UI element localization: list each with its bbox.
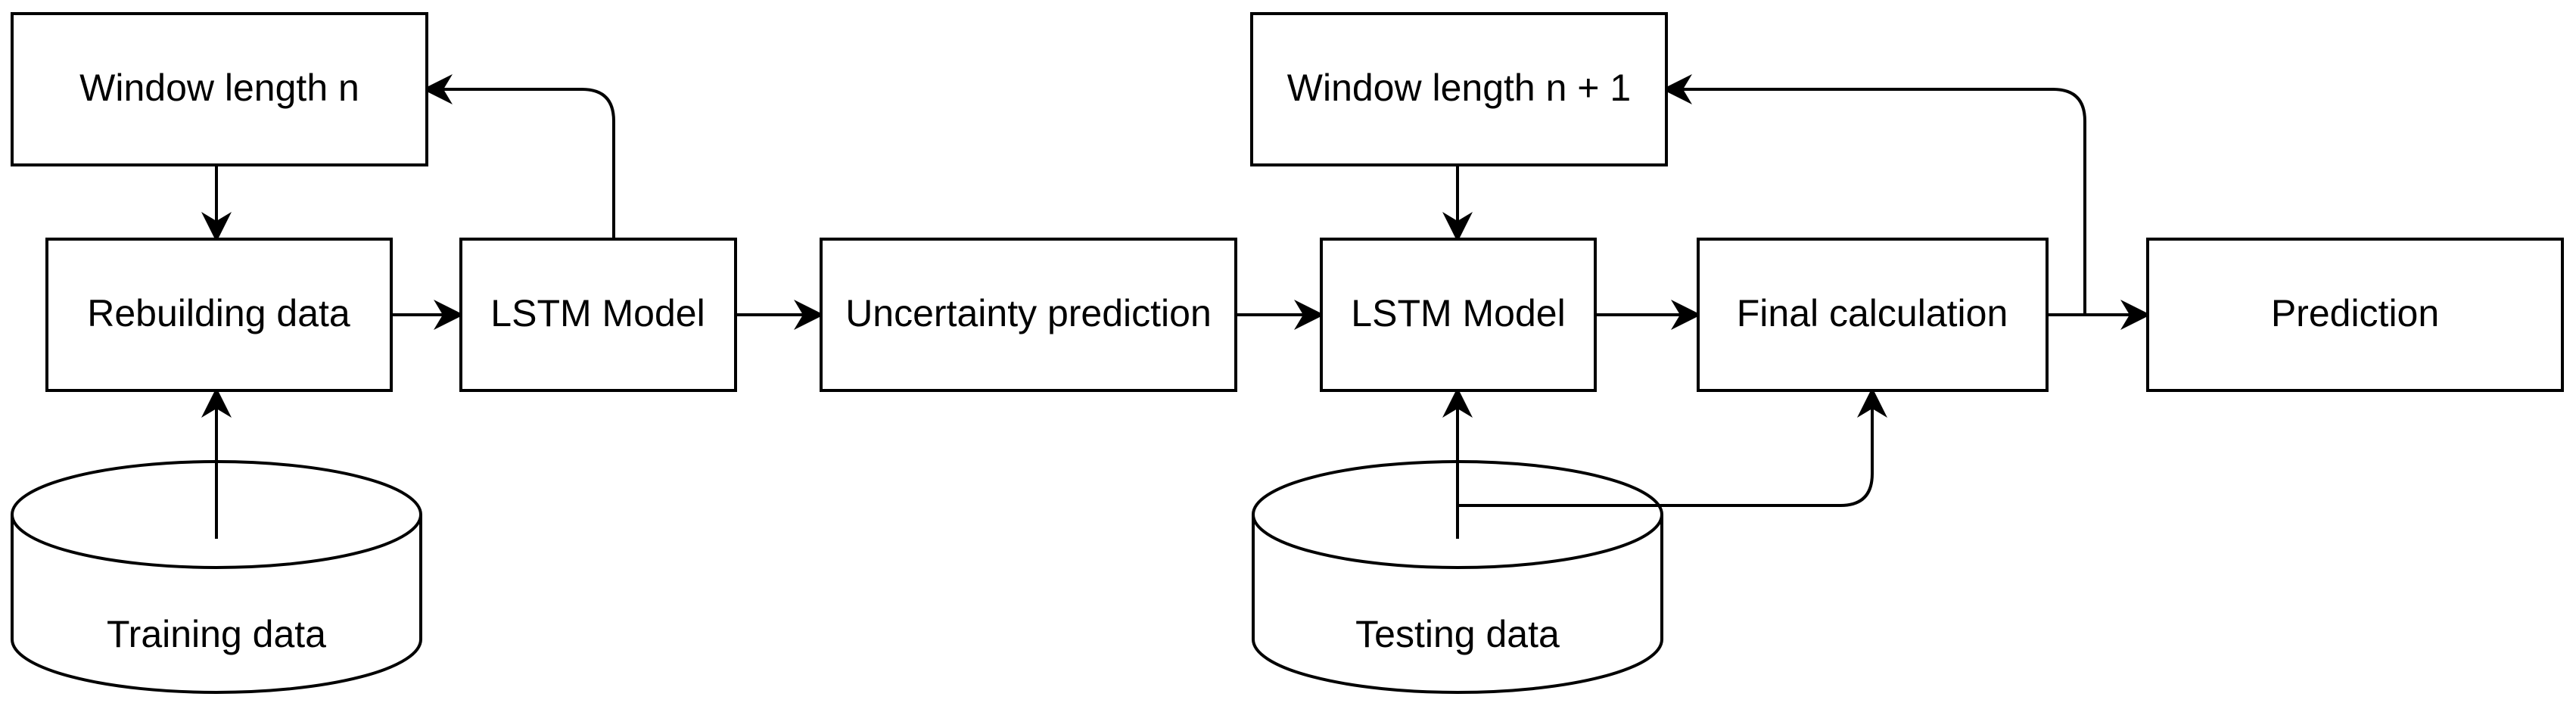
node-rebuilding-data: Rebuilding data	[45, 238, 393, 392]
node-testing-data-label: Testing data	[1355, 613, 1560, 655]
node-window-length-n: Window length n	[11, 12, 428, 166]
edge-testing-to-final-calc	[1458, 387, 1887, 507]
node-lstm-model-1-label: LSTM Model	[490, 292, 705, 334]
node-window-length-n-plus-1-label: Window length n + 1	[1287, 67, 1631, 109]
node-uncertainty-prediction: Uncertainty prediction	[820, 238, 1237, 392]
edges-over-cylinders	[215, 454, 1662, 539]
node-training-data-label: Training data	[107, 613, 326, 655]
node-rebuilding-data-label: Rebuilding data	[87, 292, 350, 334]
node-final-calculation-label: Final calculation	[1737, 292, 2008, 334]
node-training-data: Training data	[11, 460, 422, 694]
node-lstm-model-1: LSTM Model	[459, 238, 737, 392]
node-final-calculation: Final calculation	[1697, 238, 2049, 392]
edge-final-calc-to-window-n1	[1662, 74, 2086, 315]
node-prediction: Prediction	[2146, 238, 2564, 392]
node-lstm-model-2: LSTM Model	[1320, 238, 1597, 392]
node-window-length-n-label: Window length n	[79, 67, 359, 109]
edges	[201, 74, 2151, 539]
node-window-length-n-plus-1: Window length n + 1	[1250, 12, 1668, 166]
node-uncertainty-prediction-label: Uncertainty prediction	[845, 292, 1212, 334]
node-prediction-label: Prediction	[2271, 292, 2439, 334]
node-testing-data: Testing data	[1252, 460, 1663, 694]
node-lstm-model-2-label: LSTM Model	[1351, 292, 1565, 334]
edge-lstm1-to-window-n	[422, 74, 615, 238]
